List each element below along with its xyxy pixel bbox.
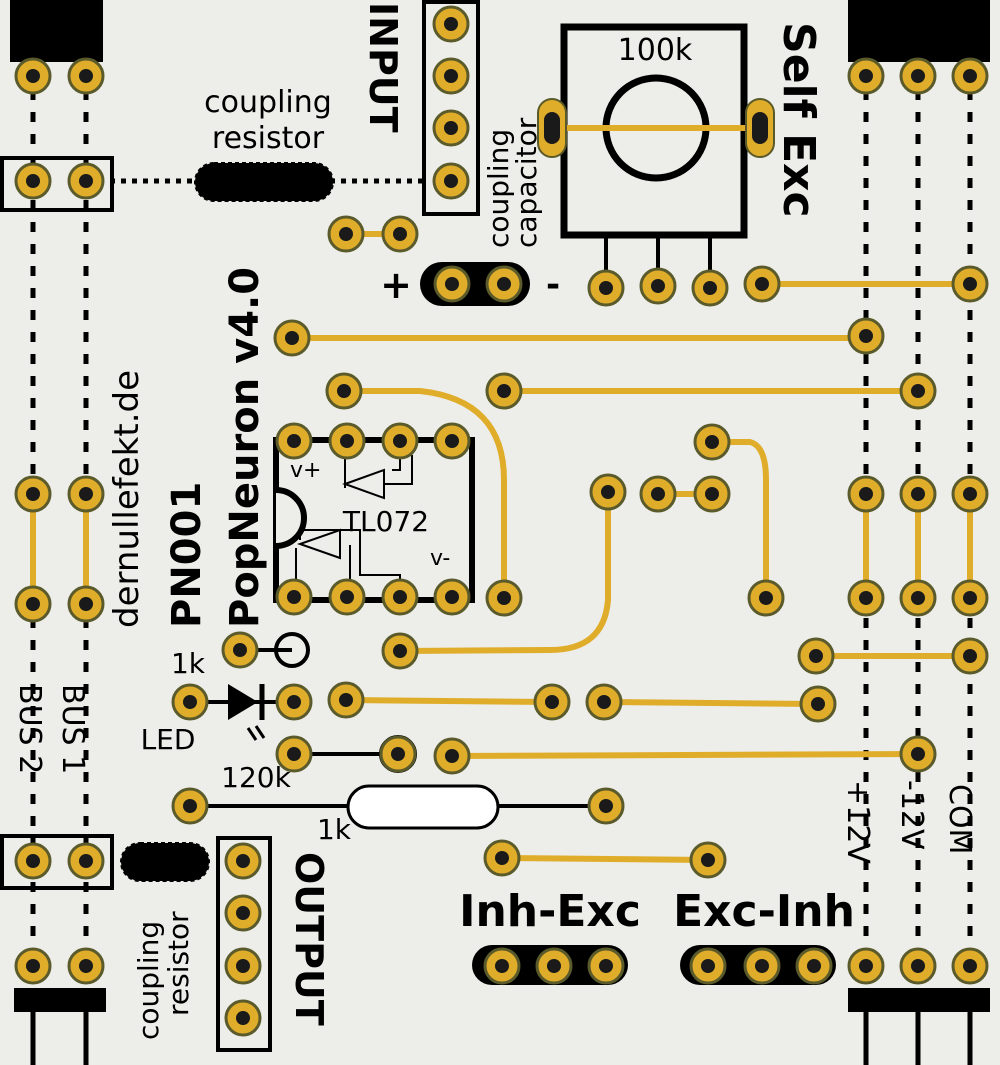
- plus12v-label: +12V: [840, 780, 875, 864]
- bus2-label: BUS 2: [12, 684, 47, 774]
- self-exc-label: Self Exc: [773, 22, 824, 218]
- power-header-bottom: [848, 988, 990, 1065]
- coupling-capacitor-label-1: coupling: [482, 129, 515, 248]
- cap-minus-label: -: [546, 265, 560, 305]
- coupling-resistor-top: [194, 162, 334, 202]
- com-label: COM: [942, 784, 977, 854]
- board-name-label: PopNeuron v4.0: [222, 267, 268, 628]
- led-symbol: [228, 684, 266, 741]
- chip-label: TL072: [342, 505, 429, 538]
- output-header-outline: [216, 836, 272, 1052]
- input-label: INPUT: [361, 2, 405, 133]
- website-label: dernullefekt.de: [107, 370, 147, 628]
- bus-jumper-bottom: [0, 834, 114, 890]
- output-label: OUTPUT: [287, 852, 331, 1026]
- coupling-capacitor-label-2: capacitor: [510, 117, 543, 248]
- power-header-top: [848, 0, 990, 62]
- bus-header-bottom: [14, 988, 106, 1065]
- v-minus-label: v-: [430, 546, 450, 571]
- bus-header-top: [10, 0, 103, 62]
- pads: [14, 5, 989, 1037]
- input-header-outline: [422, 0, 480, 216]
- coupling-resistor-top-label-1: coupling: [204, 85, 332, 120]
- resistor-1k-b-label: 1k: [317, 813, 352, 846]
- led-label: LED: [141, 723, 196, 756]
- bus-jumper-top: [0, 156, 114, 212]
- resistor-120k-label: 120k: [221, 761, 291, 794]
- opamp-tl072: [273, 437, 475, 603]
- minus12v-label: -12V: [894, 780, 929, 850]
- resistor-1k-body: [346, 784, 500, 830]
- part-number-label: PN001: [164, 482, 210, 628]
- coupling-resistor-bottom-label-1: coupling: [132, 921, 165, 1040]
- bus1-label: BUS 1: [55, 684, 90, 774]
- resistor-1k-a-label: 1k: [171, 647, 206, 680]
- exc-inh-label: Exc-Inh: [673, 886, 855, 937]
- v-plus-label: v+: [290, 458, 321, 483]
- cap-plus-label: +: [380, 263, 412, 307]
- coupling-resistor-top-label-2: resistor: [212, 121, 325, 156]
- coupling-capacitor: [537, 98, 775, 158]
- inh-exc-label: Inh-Exc: [459, 886, 641, 937]
- pot-value-label: 100k: [618, 33, 693, 68]
- coupling-resistor-bottom-label-2: resistor: [162, 911, 195, 1016]
- coupling-resistor-bottom: [120, 842, 210, 882]
